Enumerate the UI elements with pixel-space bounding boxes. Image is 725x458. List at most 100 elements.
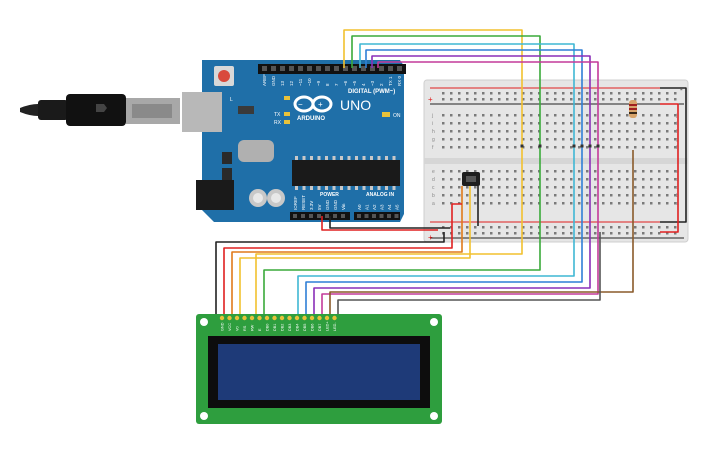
breadboard-hole[interactable] bbox=[482, 194, 485, 197]
breadboard-hole[interactable] bbox=[594, 122, 597, 125]
breadboard-hole[interactable] bbox=[602, 92, 605, 95]
breadboard-hole[interactable] bbox=[530, 98, 533, 101]
breadboard-hole[interactable] bbox=[458, 186, 461, 189]
breadboard-hole[interactable] bbox=[554, 226, 557, 229]
breadboard-hole[interactable] bbox=[458, 194, 461, 197]
lcd-pin[interactable] bbox=[302, 315, 307, 321]
breadboard-hole[interactable] bbox=[610, 186, 613, 189]
breadboard-hole[interactable] bbox=[570, 146, 573, 149]
breadboard-hole[interactable] bbox=[634, 226, 637, 229]
breadboard-hole[interactable] bbox=[658, 146, 661, 149]
breadboard-hole[interactable] bbox=[674, 146, 677, 149]
breadboard-hole[interactable] bbox=[458, 122, 461, 125]
breadboard-hole[interactable] bbox=[554, 146, 557, 149]
breadboard-hole[interactable] bbox=[618, 146, 621, 149]
breadboard-hole[interactable] bbox=[634, 122, 637, 125]
breadboard-hole[interactable] bbox=[626, 170, 629, 173]
breadboard-hole[interactable] bbox=[482, 122, 485, 125]
breadboard-hole[interactable] bbox=[522, 232, 525, 235]
breadboard-hole[interactable] bbox=[474, 130, 477, 133]
breadboard-hole[interactable] bbox=[650, 146, 653, 149]
breadboard-hole[interactable] bbox=[490, 114, 493, 117]
breadboard-hole[interactable] bbox=[610, 146, 613, 149]
breadboard-hole[interactable] bbox=[610, 114, 613, 117]
breadboard-hole[interactable] bbox=[570, 92, 573, 95]
wire-rail-red[interactable] bbox=[660, 103, 679, 233]
breadboard-hole[interactable] bbox=[442, 114, 445, 117]
lcd-pin[interactable] bbox=[294, 315, 300, 321]
breadboard-hole[interactable] bbox=[578, 92, 581, 95]
breadboard-hole[interactable] bbox=[522, 92, 525, 95]
breadboard-hole[interactable] bbox=[650, 170, 653, 173]
lcd-pin[interactable] bbox=[324, 315, 330, 321]
power-pin[interactable] bbox=[333, 214, 337, 218]
breadboard-hole[interactable] bbox=[530, 178, 533, 181]
digital-pin[interactable] bbox=[352, 66, 357, 71]
breadboard-hole[interactable] bbox=[490, 202, 493, 205]
breadboard-hole[interactable] bbox=[602, 186, 605, 189]
breadboard-hole[interactable] bbox=[658, 98, 661, 101]
breadboard-hole[interactable] bbox=[562, 178, 565, 181]
wire-red-lcd-vcc[interactable] bbox=[223, 232, 453, 316]
breadboard-hole[interactable] bbox=[562, 202, 565, 205]
breadboard-hole[interactable] bbox=[674, 130, 677, 133]
breadboard-hole[interactable] bbox=[458, 130, 461, 133]
breadboard-hole[interactable] bbox=[642, 98, 645, 101]
breadboard-hole[interactable] bbox=[674, 92, 677, 95]
breadboard-hole[interactable] bbox=[634, 202, 637, 205]
digital-pin[interactable] bbox=[370, 66, 375, 71]
breadboard-hole[interactable] bbox=[586, 122, 589, 125]
breadboard-hole[interactable] bbox=[466, 186, 469, 189]
breadboard-hole[interactable] bbox=[458, 114, 461, 117]
breadboard-hole[interactable] bbox=[578, 98, 581, 101]
breadboard-hole[interactable] bbox=[642, 146, 645, 149]
breadboard-hole[interactable] bbox=[666, 226, 669, 229]
breadboard-hole[interactable] bbox=[578, 232, 581, 235]
breadboard-hole[interactable] bbox=[586, 186, 589, 189]
breadboard-hole[interactable] bbox=[554, 178, 557, 181]
breadboard-hole[interactable] bbox=[594, 146, 597, 149]
breadboard-hole[interactable] bbox=[554, 186, 557, 189]
breadboard-hole[interactable] bbox=[666, 202, 669, 205]
breadboard-hole[interactable] bbox=[594, 130, 597, 133]
breadboard-hole[interactable] bbox=[490, 138, 493, 141]
breadboard-hole[interactable] bbox=[554, 170, 557, 173]
lcd-pin[interactable] bbox=[309, 315, 315, 321]
breadboard-hole[interactable] bbox=[618, 138, 621, 141]
breadboard-hole[interactable] bbox=[450, 138, 453, 141]
breadboard-hole[interactable] bbox=[666, 114, 669, 117]
power-pin[interactable] bbox=[309, 214, 313, 218]
breadboard-hole[interactable] bbox=[626, 194, 629, 197]
breadboard-hole[interactable] bbox=[450, 194, 453, 197]
breadboard-hole[interactable] bbox=[506, 232, 509, 235]
breadboard-hole[interactable] bbox=[474, 138, 477, 141]
breadboard-hole[interactable] bbox=[658, 130, 661, 133]
breadboard-hole[interactable] bbox=[570, 98, 573, 101]
breadboard-hole[interactable] bbox=[450, 146, 453, 149]
breadboard-hole[interactable] bbox=[578, 194, 581, 197]
digital-pin[interactable] bbox=[298, 66, 303, 71]
breadboard-hole[interactable] bbox=[498, 170, 501, 173]
breadboard-hole[interactable] bbox=[674, 194, 677, 197]
wire-magenta[interactable] bbox=[321, 61, 599, 316]
breadboard-hole[interactable] bbox=[498, 186, 501, 189]
breadboard-hole[interactable] bbox=[602, 146, 605, 149]
breadboard-hole[interactable] bbox=[498, 92, 501, 95]
breadboard-hole[interactable] bbox=[642, 92, 645, 95]
breadboard-hole[interactable] bbox=[586, 92, 589, 95]
digital-pin[interactable] bbox=[316, 66, 321, 71]
breadboard-hole[interactable] bbox=[546, 98, 549, 101]
lcd-pin[interactable] bbox=[242, 315, 247, 321]
lcd-pin[interactable] bbox=[257, 315, 262, 321]
breadboard-hole[interactable] bbox=[514, 138, 517, 141]
resistor[interactable] bbox=[629, 100, 637, 118]
breadboard-hole[interactable] bbox=[530, 138, 533, 141]
breadboard-hole[interactable] bbox=[546, 130, 549, 133]
breadboard-hole[interactable] bbox=[546, 226, 549, 229]
breadboard-hole[interactable] bbox=[474, 202, 477, 205]
breadboard-hole[interactable] bbox=[642, 178, 645, 181]
breadboard-hole[interactable] bbox=[610, 178, 613, 181]
breadboard-hole[interactable] bbox=[474, 194, 477, 197]
breadboard-hole[interactable] bbox=[602, 114, 605, 117]
breadboard-hole[interactable] bbox=[602, 130, 605, 133]
